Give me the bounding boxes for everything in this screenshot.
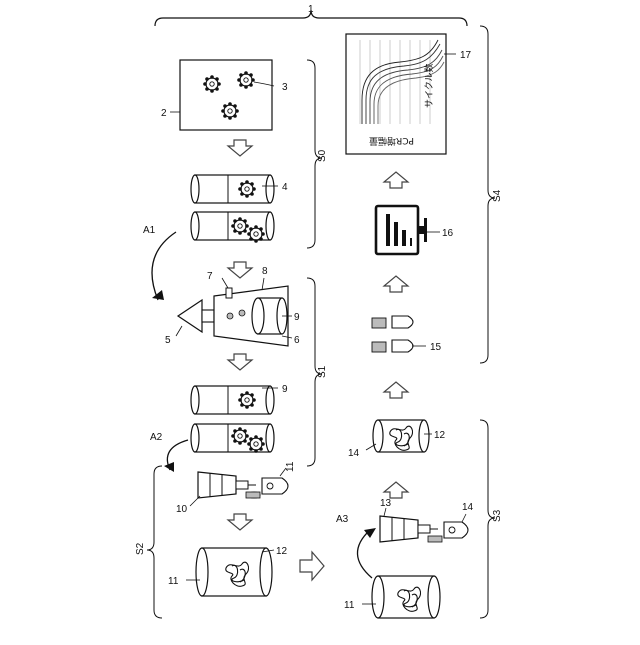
label-pipette: 10 xyxy=(176,504,188,515)
lysate-tube xyxy=(373,420,429,452)
process-arrow-up xyxy=(384,172,408,188)
arrowhead xyxy=(152,290,164,300)
label-tube-b: 14 xyxy=(462,502,474,513)
pcr-tube xyxy=(372,316,413,328)
microbe-icon xyxy=(247,435,265,453)
microbe-icon xyxy=(203,75,221,93)
leader-line xyxy=(176,326,182,336)
label-tube-a: 11 xyxy=(168,576,179,587)
process-arrow-right xyxy=(300,552,324,580)
collection-chamber xyxy=(252,298,287,334)
lysate-tube xyxy=(196,548,272,596)
process-arrow-down xyxy=(228,354,252,370)
nozzle-tip xyxy=(202,310,214,322)
label-sorter: 6 xyxy=(294,335,300,346)
microbe-icon xyxy=(238,180,256,198)
label-graph: 17 xyxy=(460,50,472,61)
label-system: 1 xyxy=(308,4,314,15)
transfer-arrow-a1 xyxy=(152,232,176,300)
label-inlet: 7 xyxy=(207,271,213,282)
process-arrow-down xyxy=(228,262,252,278)
label-nozzle: 5 xyxy=(165,335,171,346)
collected-tube xyxy=(191,386,274,414)
step-s4: S4 xyxy=(492,189,503,202)
small-tube xyxy=(262,478,288,494)
culture-plate xyxy=(180,60,272,130)
label-tube-a-top: 11 xyxy=(285,461,296,472)
collected-tube xyxy=(191,424,274,453)
process-arrow-up xyxy=(384,482,408,498)
microbe-icon xyxy=(247,225,265,243)
graph-xlabel: サイクル数 xyxy=(423,63,435,108)
pcr-tube xyxy=(372,340,413,352)
leader-line xyxy=(384,508,386,516)
process-arrow-up xyxy=(384,382,408,398)
drop-cap xyxy=(428,536,442,542)
label-a2: A2 xyxy=(150,432,163,443)
lysate-tube xyxy=(372,576,440,618)
label-collected-a: 9 xyxy=(294,312,300,323)
step-s1: S1 xyxy=(317,365,328,378)
label-tube-b-top: 14 xyxy=(348,448,360,459)
label-lysate-b: 12 xyxy=(434,430,446,441)
process-arrow-down xyxy=(228,140,252,156)
label-pcr-tubes: 15 xyxy=(430,342,442,353)
microbe-icon xyxy=(221,102,239,120)
label-pipette-b: 13 xyxy=(380,498,392,509)
label-a3: A3 xyxy=(336,514,349,525)
label-collected-b: 9 xyxy=(282,384,288,395)
label-culture: 4 xyxy=(282,182,288,193)
monitor-icon xyxy=(376,206,427,254)
small-tube xyxy=(444,522,468,538)
microbe-icon xyxy=(231,217,249,235)
step-s2: S2 xyxy=(135,542,146,555)
sorter-inlet xyxy=(226,288,232,298)
bracket-s2 xyxy=(147,466,162,618)
step-s0: S0 xyxy=(317,149,328,162)
label-monitor: 16 xyxy=(442,228,454,239)
leader-line xyxy=(462,514,466,522)
process-arrow-up xyxy=(384,276,408,292)
microbe-icon xyxy=(238,391,256,409)
culture-tube xyxy=(191,175,274,203)
graph-ylabel: PCR増幅量 xyxy=(369,135,414,147)
microbe-icon xyxy=(237,71,255,89)
drop-cap xyxy=(246,492,260,498)
label-a1: A1 xyxy=(143,225,156,236)
microbe-icon xyxy=(231,427,249,445)
arrowhead xyxy=(164,462,174,472)
leader-line xyxy=(190,496,200,506)
label-plate: 2 xyxy=(161,108,167,119)
label-microbe: 3 xyxy=(282,82,288,93)
step-s3: S3 xyxy=(492,509,503,522)
culture-tube xyxy=(191,212,274,243)
process-arrow-down xyxy=(228,514,252,530)
leader-line xyxy=(262,278,264,290)
label-lysate-a: 12 xyxy=(276,546,288,557)
droplet xyxy=(227,313,233,319)
label-chamber: 8 xyxy=(262,266,268,277)
leader-line xyxy=(222,278,228,288)
label-tube-b-src: 11 xyxy=(344,600,355,611)
arrowhead xyxy=(364,528,376,538)
droplet xyxy=(239,310,245,316)
